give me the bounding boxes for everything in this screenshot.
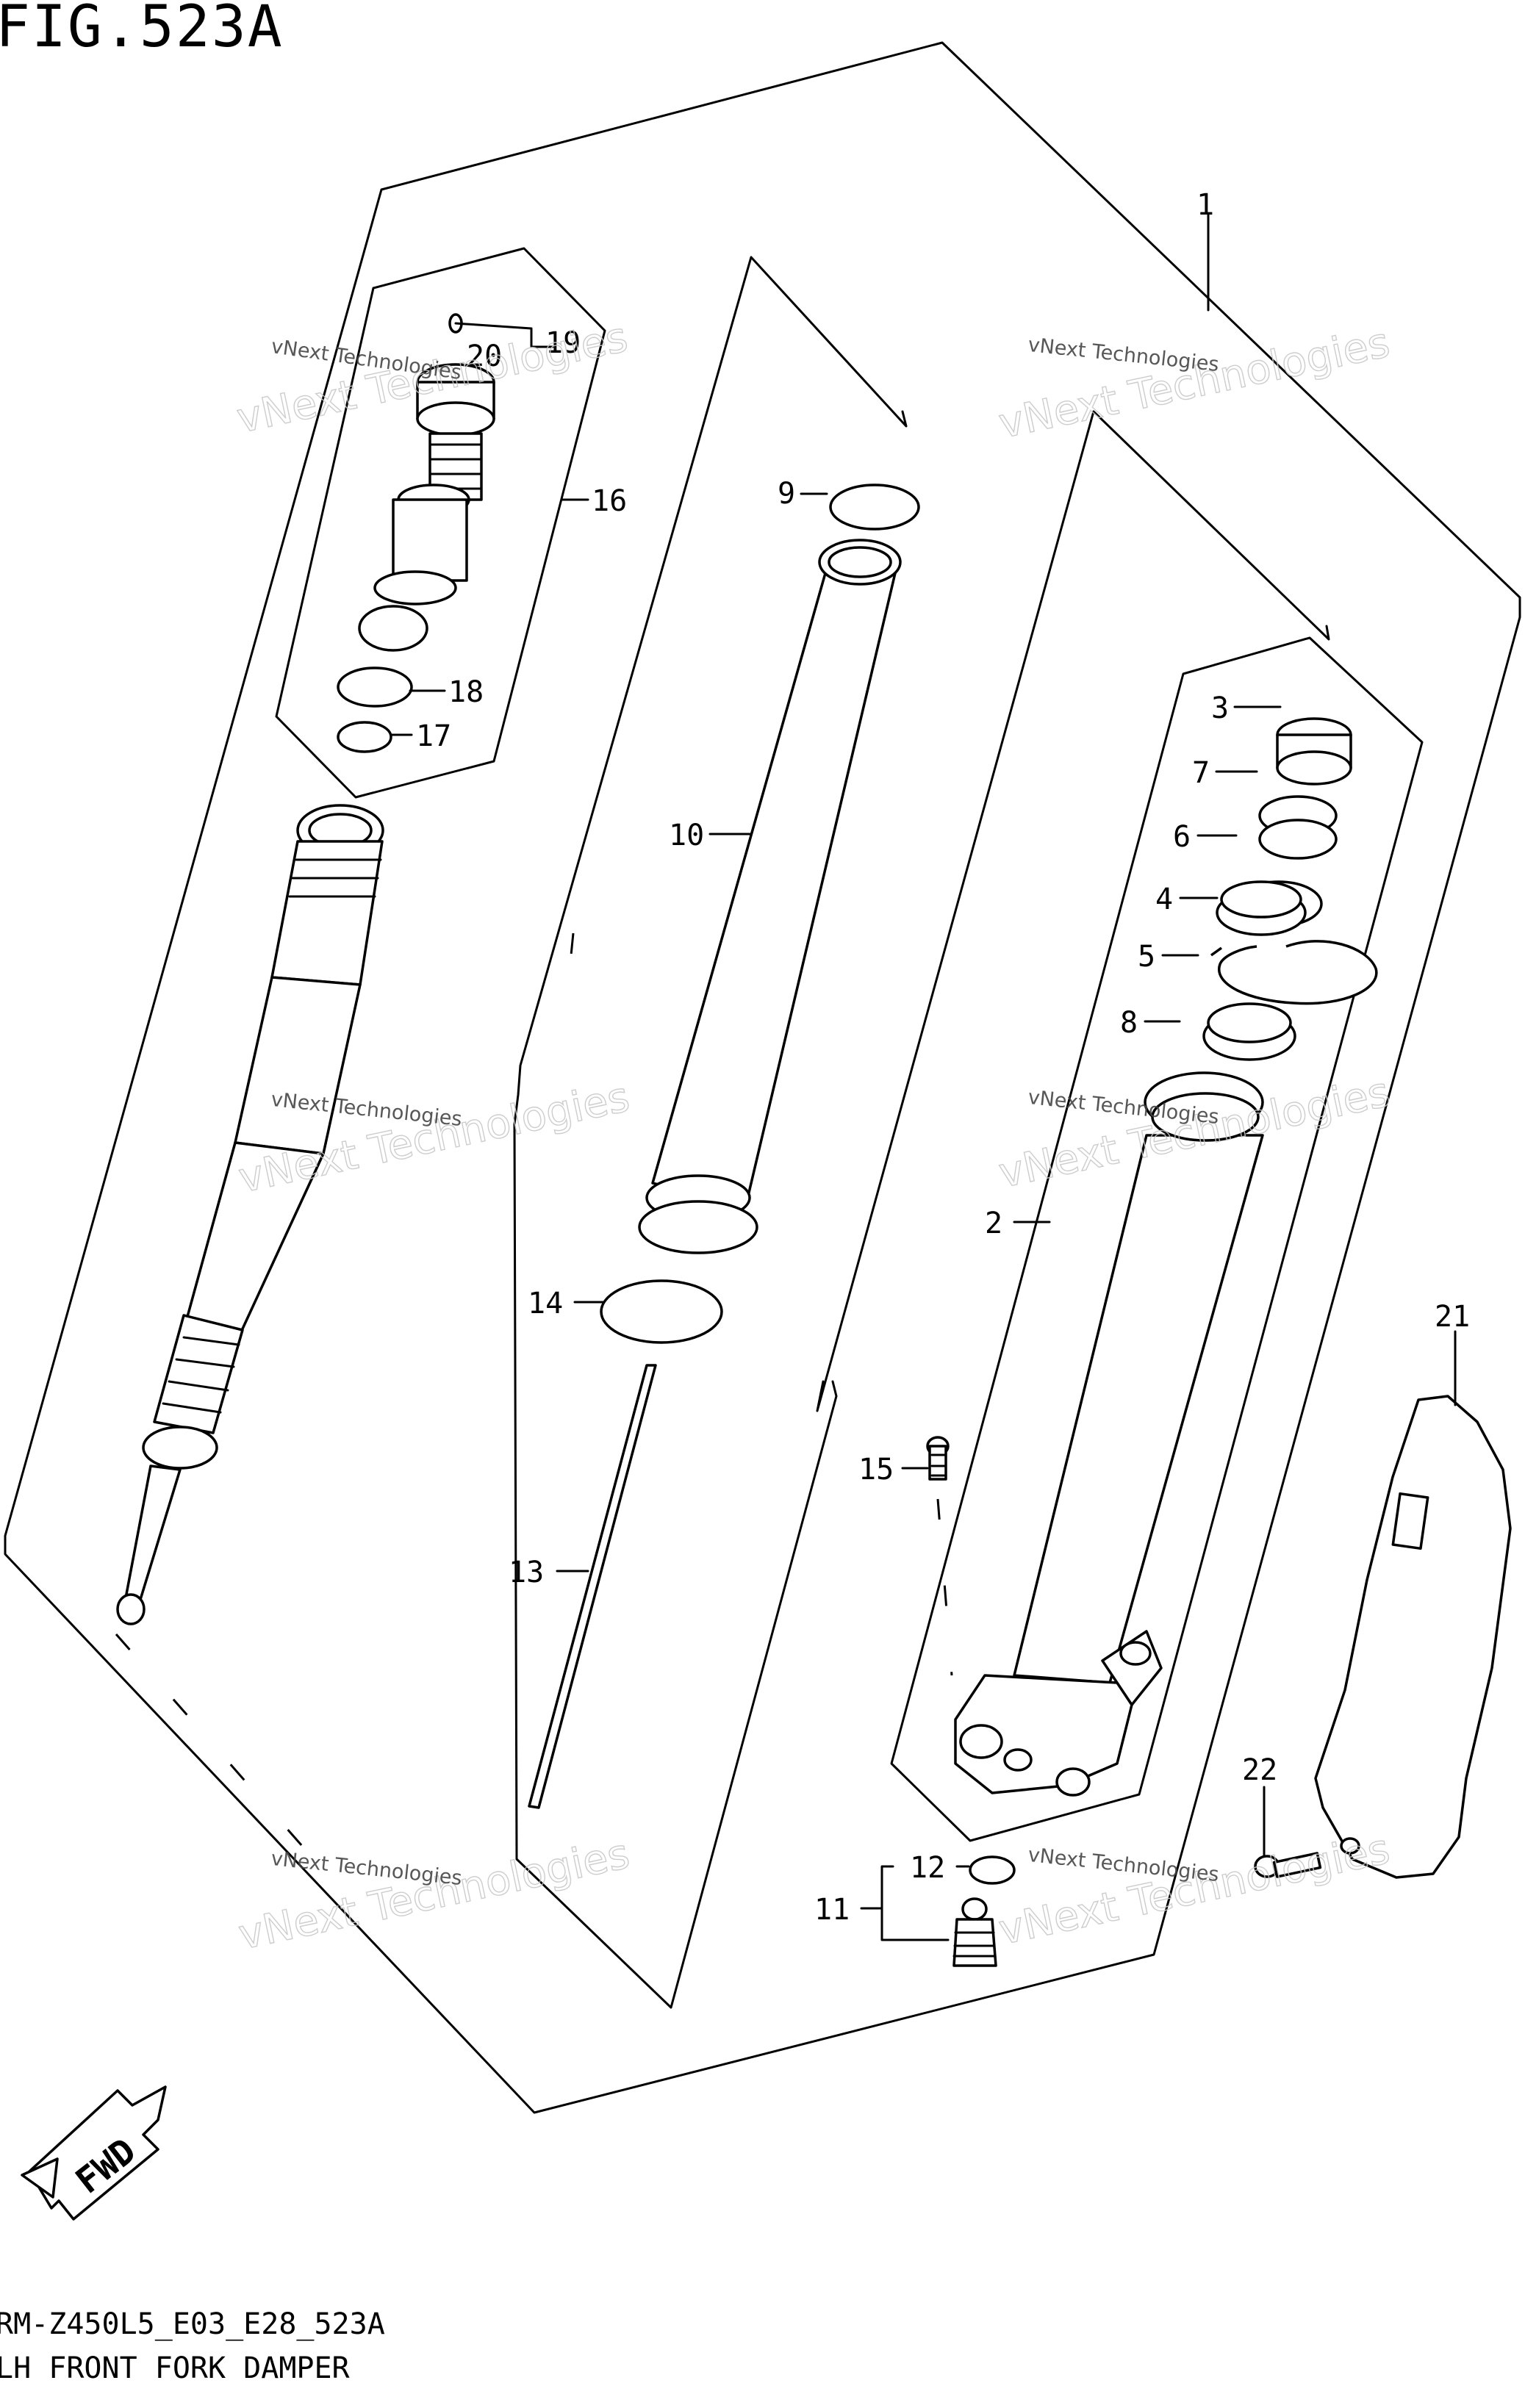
part-9-ring: [829, 484, 920, 531]
callout-10: 10: [669, 819, 704, 852]
part-2-outer-tube: [954, 1071, 1264, 1797]
callout-16: 16: [592, 484, 627, 518]
callout-1: 1: [1196, 188, 1214, 222]
part-22-bolt: [1254, 1852, 1322, 1878]
axis-line-left: [115, 1634, 325, 1871]
callout-22: 22: [1242, 1753, 1277, 1787]
group-outline-10: [513, 256, 908, 2009]
model-code: RM-Z450L5_E03_E28_523A: [0, 2307, 385, 2341]
part-13-rod: [528, 1364, 657, 1809]
damper-rod-assembly: [116, 804, 384, 1625]
figure-description: LH FRONT FORK DAMPER: [0, 2351, 350, 2385]
watermark-small-2: vNext Technologies: [1027, 334, 1220, 376]
callout-20: 20: [467, 339, 502, 373]
watermark-small-5: vNext Technologies: [270, 1847, 463, 1890]
callout-17: 17: [416, 719, 451, 753]
fwd-arrow: FWD: [21, 2085, 167, 2221]
watermark-big-6: vNext Technologies: [995, 1825, 1394, 1955]
part-21-hole: [1340, 1837, 1360, 1855]
callout-4: 4: [1155, 883, 1173, 916]
callout-14: 14: [528, 1287, 563, 1320]
callout-3: 3: [1211, 691, 1229, 725]
group-outline-16: [275, 247, 606, 799]
part-10-inner-tube: [638, 539, 902, 1254]
part-18-oring: [337, 666, 413, 708]
part-11-plug: [952, 1897, 997, 1967]
callout-8: 8: [1120, 1006, 1138, 1040]
figure-title: FIG.523A: [0, 0, 284, 60]
callout-6: 6: [1173, 820, 1191, 854]
callout-15: 15: [858, 1453, 894, 1487]
callout-7: 7: [1192, 756, 1210, 790]
callout-18: 18: [448, 675, 484, 709]
part-12-washer: [969, 1855, 1016, 1885]
part-21-mount-tab: [1391, 1492, 1429, 1550]
part-17-oring: [337, 721, 392, 753]
part-15-bolt: [926, 1436, 950, 1481]
part-21-fork-guard: [1314, 1395, 1512, 1879]
callout-2: 2: [985, 1207, 1002, 1240]
callout-9: 9: [778, 477, 795, 511]
part-5-clip: [1210, 940, 1378, 1005]
part-7-bushing: [1258, 795, 1338, 860]
leader-11: [880, 1865, 950, 1941]
part-4-oil-seal-visible-real: [1216, 880, 1307, 936]
callout-21: 21: [1435, 1300, 1470, 1334]
group-outline-2-body: [890, 636, 1424, 1842]
axis-line-bolt: [936, 1498, 953, 1676]
part-14-oring: [600, 1279, 723, 1344]
callout-19: 19: [545, 326, 581, 360]
group-outline-2: [816, 410, 1330, 1412]
callout-13: 13: [509, 1556, 544, 1589]
leader-19-20: [454, 322, 554, 348]
callout-11: 11: [814, 1893, 850, 1927]
part-8-dust-seal: [1202, 1002, 1296, 1061]
callout-12: 12: [910, 1851, 945, 1885]
part-16-cartridge-head: [358, 313, 495, 652]
assembly-outline-1: [4, 41, 1521, 2114]
part-3-bushing: [1276, 717, 1352, 786]
callout-5: 5: [1138, 940, 1155, 974]
axis-line-mid: [568, 932, 575, 971]
